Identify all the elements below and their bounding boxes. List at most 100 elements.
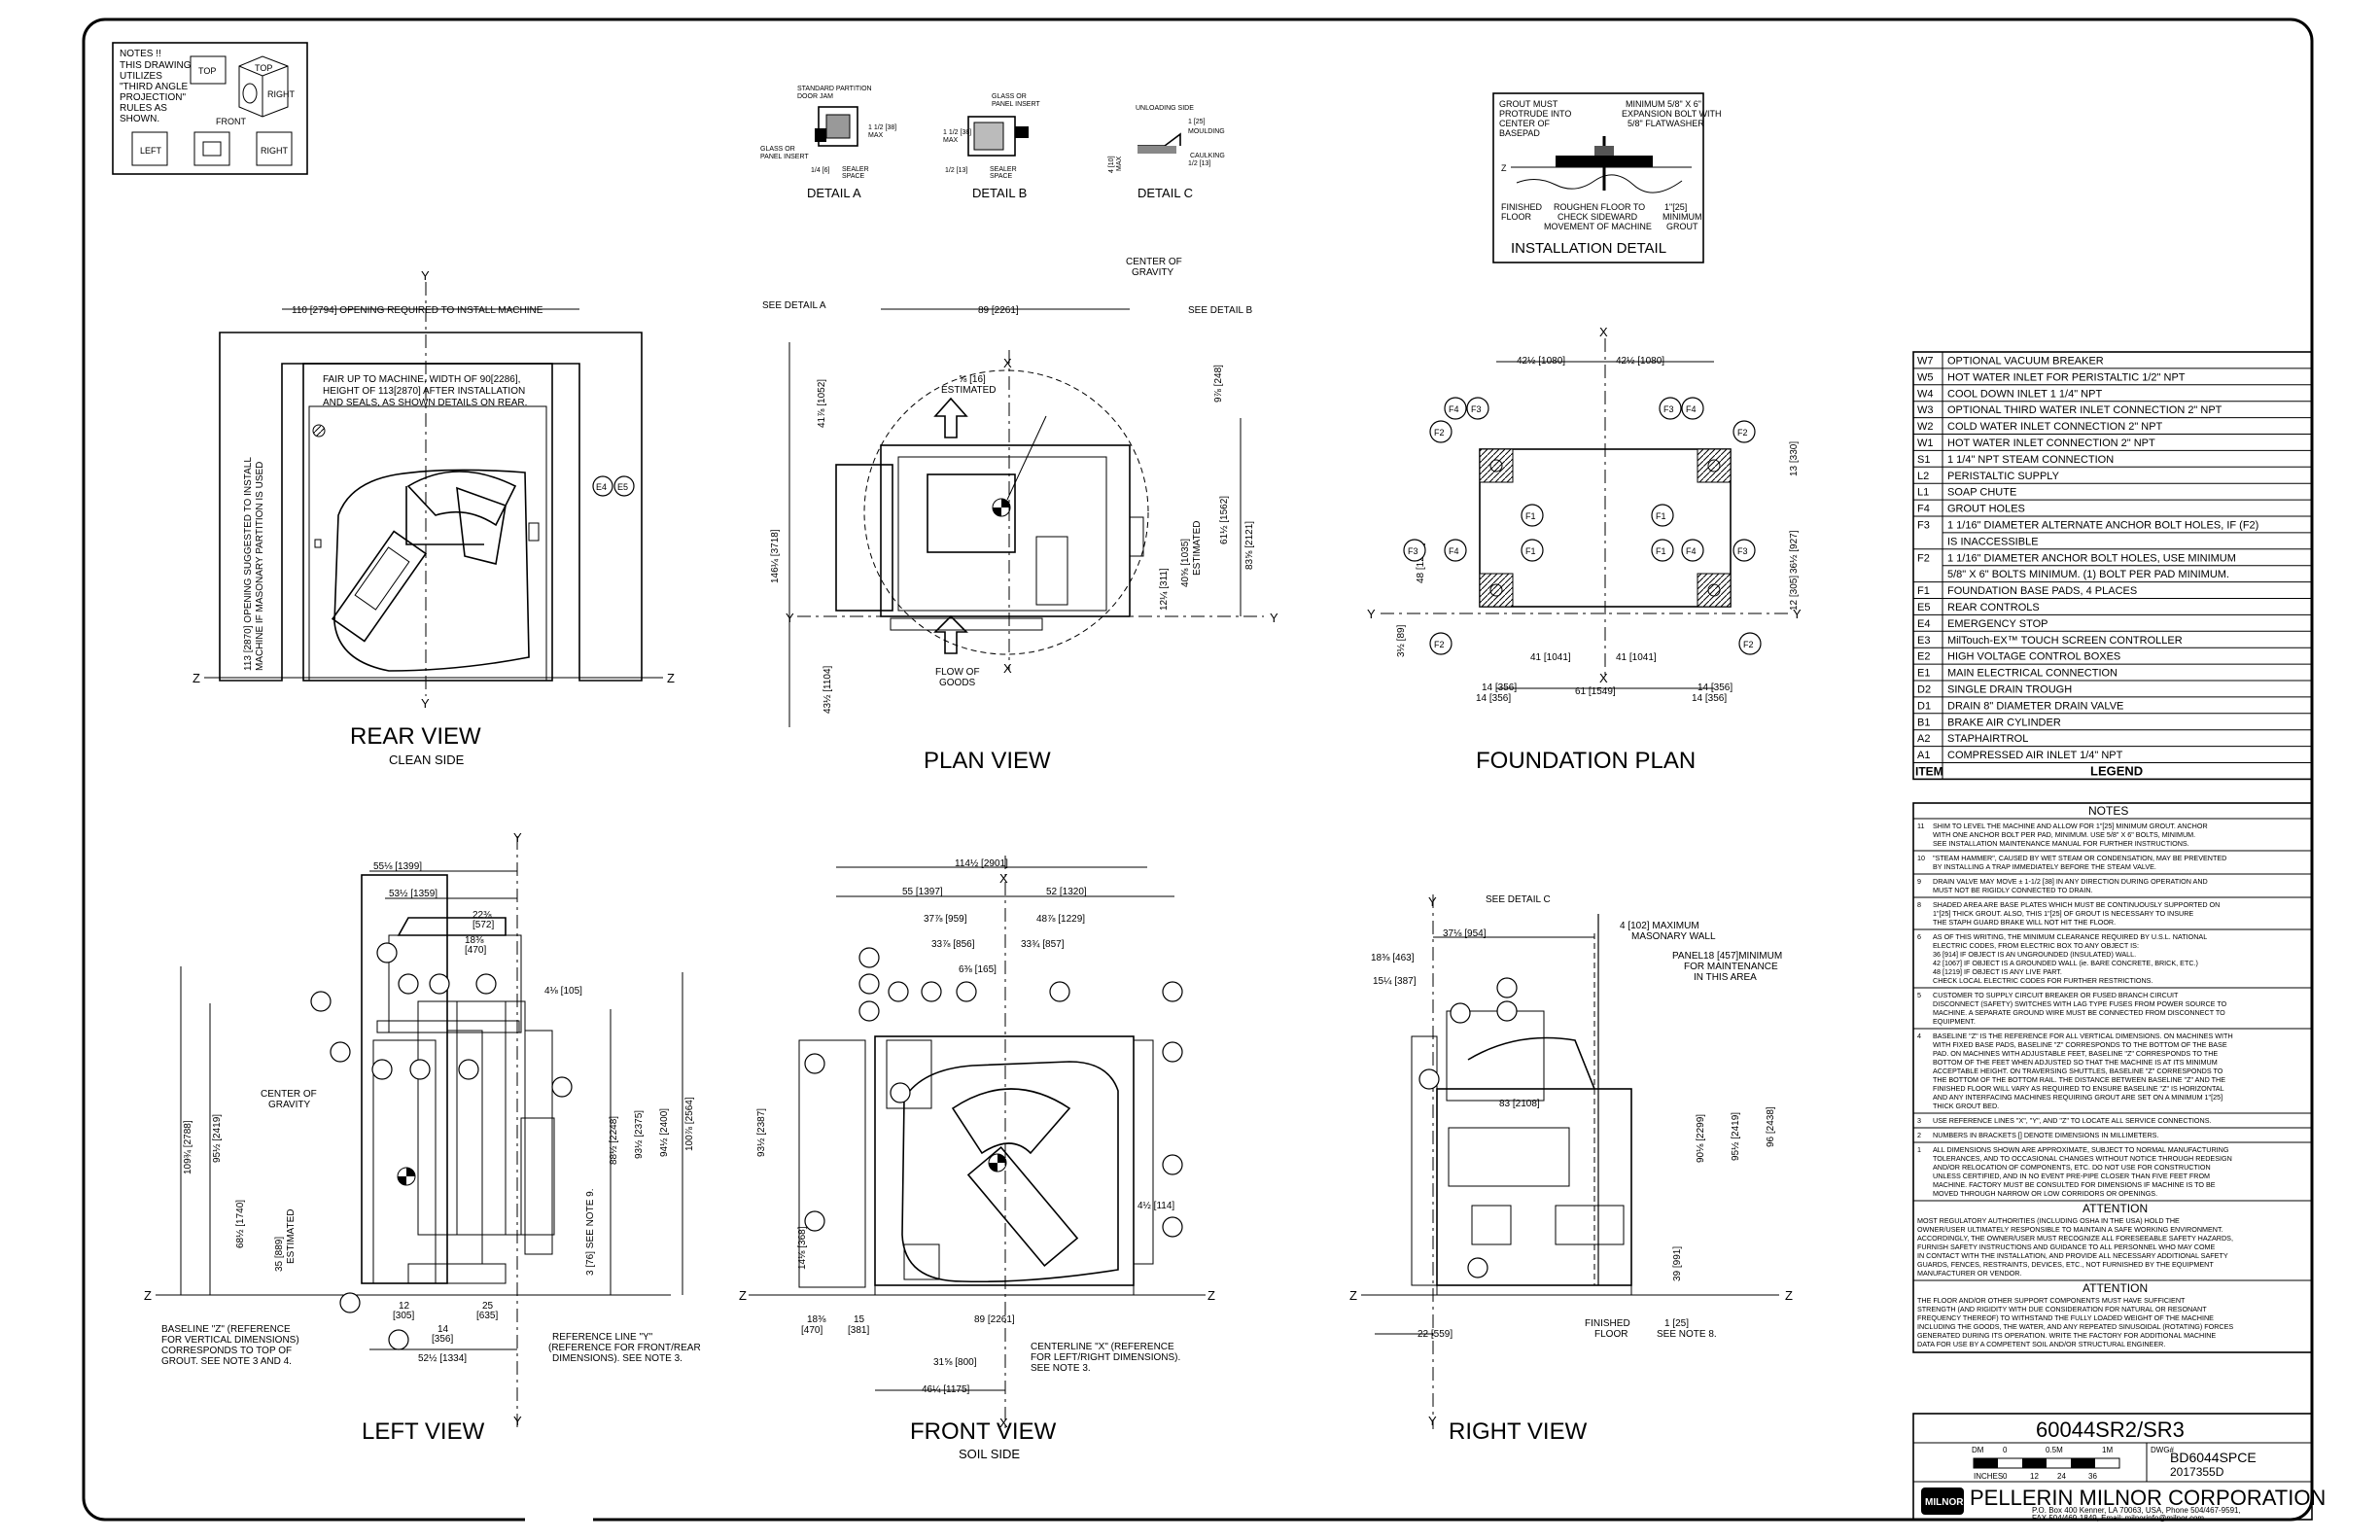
svg-text:MOULDING: MOULDING	[1188, 128, 1225, 135]
legend-item-code: D1	[1917, 700, 1931, 712]
svg-text:FOR MAINTENANCE: FOR MAINTENANCE	[1684, 962, 1778, 972]
svg-text:PROJECTION": PROJECTION"	[120, 92, 186, 103]
svg-text:F2: F2	[1737, 428, 1748, 438]
svg-text:39 [991]: 39 [991]	[1672, 1246, 1683, 1281]
svg-text:ESTIMATED: ESTIMATED	[286, 1209, 297, 1264]
svg-text:88½ [2248]: 88½ [2248]	[609, 1116, 619, 1165]
note-text: AND/OR RELOCATION OF COMPONENTS, ETC. DO…	[1933, 1163, 2211, 1172]
note-text: 48 [1219] IF OBJECT IS ANY LIVE PART.	[1933, 967, 2062, 976]
attention-text: THE FLOOR AND/OR OTHER SUPPORT COMPONENT…	[1917, 1296, 2186, 1305]
svg-text:MACHINE IF MASONARY PARTITION: MACHINE IF MASONARY PARTITION IS USED	[255, 462, 265, 671]
attention-text: MANUFACTURER OR VENDOR.	[1917, 1269, 2021, 1278]
svg-text:MASONARY WALL: MASONARY WALL	[1631, 931, 1716, 942]
svg-text:33⅞ [856]: 33⅞ [856]	[931, 939, 975, 950]
svg-text:DETAIL C: DETAIL C	[1138, 186, 1193, 200]
svg-text:GLASS OR: GLASS OR	[760, 146, 795, 153]
model-number: 60044SR2/SR3	[2036, 1418, 2185, 1442]
svg-text:FLOOR: FLOOR	[1594, 1329, 1628, 1340]
legend-item-desc: FOUNDATION BASE PADS, 4 PLACES	[1947, 585, 2137, 597]
svg-text:CORRESPONDS TO TOP OF: CORRESPONDS TO TOP OF	[161, 1346, 292, 1356]
svg-text:61 [1549]: 61 [1549]	[1575, 686, 1616, 697]
legend-item-code: A1	[1917, 750, 1930, 761]
svg-text:ROUGHEN FLOOR TO: ROUGHEN FLOOR TO	[1554, 202, 1645, 212]
svg-text:Z: Z	[739, 1288, 747, 1303]
svg-text:83 [2108]: 83 [2108]	[1499, 1099, 1540, 1109]
svg-text:43½ [1104]: 43½ [1104]	[822, 665, 833, 714]
legend-item-code: D2	[1917, 684, 1931, 696]
note-text: FINISHED FLOOR WILL VARY AS REQUIRED TO …	[1933, 1084, 2224, 1093]
svg-text:14⅛ [368]: 14⅛ [368]	[797, 1226, 808, 1270]
svg-text:0.5M: 0.5M	[2046, 1446, 2063, 1454]
svg-text:TOP: TOP	[198, 66, 216, 76]
svg-text:MAX: MAX	[868, 132, 884, 139]
plan-view: X X Y Y FLOW OF GOODS 89 [2261] SEE DETA…	[762, 257, 1278, 774]
left-view: Y Y Z 55⅛ [1399] 53½ [1359] 22⅜ [572] 18…	[144, 830, 701, 1445]
svg-text:1/2 [13]: 1/2 [13]	[1188, 160, 1210, 167]
note-number: 1	[1917, 1145, 1921, 1154]
note-text: AS OF THIS WRITING, THE MINIMUM CLEARANC…	[1933, 932, 2207, 941]
svg-text:0: 0	[2003, 1446, 2008, 1454]
svg-text:Z: Z	[1501, 163, 1507, 173]
note-text: THE STAPH GUARD BRAKE WILL NOT HIT THE F…	[1933, 918, 2116, 927]
svg-text:E5: E5	[617, 482, 628, 492]
legend-item-code: L2	[1917, 471, 1929, 482]
svg-text:36½ [927]: 36½ [927]	[1789, 530, 1800, 574]
legend-item-desc: COOL DOWN INLET 1 1/4" NPT	[1947, 388, 2102, 400]
svg-text:F1: F1	[1656, 511, 1666, 521]
svg-text:F3: F3	[1471, 404, 1482, 414]
svg-text:61½ [1562]: 61½ [1562]	[1219, 496, 1230, 544]
svg-text:[470]: [470]	[801, 1325, 822, 1336]
svg-text:X: X	[1599, 671, 1608, 685]
legend-item-desc: COMPRESSED AIR INLET 1/4" NPT	[1947, 750, 2123, 761]
svg-text:FINISHED: FINISHED	[1585, 1318, 1630, 1329]
legend-item-desc: MAIN ELECTRICAL CONNECTION	[1947, 668, 2118, 680]
legend-item-desc: OPTIONAL VACUUM BREAKER	[1947, 356, 2104, 368]
svg-text:Z: Z	[144, 1288, 152, 1303]
note-text: 36 [914] IF OBJECT IS AN UNGROUNDED (INS…	[1933, 950, 2136, 959]
revision: 2017355D	[2170, 1465, 2224, 1479]
svg-text:SEE DETAIL B: SEE DETAIL B	[1188, 305, 1252, 316]
svg-text:55⅛ [1399]: 55⅛ [1399]	[373, 861, 422, 872]
legend-item-desc: 1 1/16" DIAMETER ANCHOR BOLT HOLES, USE …	[1947, 552, 2236, 564]
legend-item-code: A2	[1917, 733, 1930, 745]
attention-header: ATTENTION	[2082, 1202, 2148, 1215]
svg-text:96 [2438]: 96 [2438]	[1766, 1106, 1776, 1147]
note-text: TOLERANCES, AND TO OCCASIONAL CHANGES WI…	[1933, 1154, 2232, 1163]
attention-text: OWNER/USER ULTIMATELY RESPONSIBLE TO MAI…	[1917, 1225, 2223, 1234]
svg-text:F1: F1	[1525, 546, 1536, 556]
svg-text:53½ [1359]: 53½ [1359]	[389, 889, 438, 899]
svg-text:CENTER OF: CENTER OF	[261, 1089, 317, 1100]
svg-text:40⅝ [1035]: 40⅝ [1035]	[1180, 539, 1191, 587]
svg-text:1 [25]: 1 [25]	[1188, 119, 1206, 125]
attention-text: FURNISH SAFETY INSTRUCTIONS AND GUIDANCE…	[1917, 1242, 2216, 1251]
legend-item-desc: OPTIONAL THIRD WATER INLET CONNECTION 2"…	[1947, 404, 2222, 416]
foundation-plan: X X Y Y 42½ [1080] 42½ [1080] 13 [330] 4…	[1367, 325, 1802, 774]
svg-text:55 [1397]: 55 [1397]	[902, 887, 943, 897]
svg-text:4½ [114]: 4½ [114]	[1138, 1201, 1174, 1211]
svg-text:F4: F4	[1449, 546, 1459, 556]
note-text: MUST NOT BE RIGIDLY CONNECTED TO DRAIN.	[1933, 886, 2093, 894]
attention-text: MOST REGULATORY AUTHORITIES (INCLUDING O…	[1917, 1216, 2180, 1225]
svg-text:P.O. Box 400 Kenner, LA 70063,: P.O. Box 400 Kenner, LA 70063, USA, Phon…	[2032, 1506, 2241, 1515]
svg-text:48 [1219]: 48 [1219]	[1416, 542, 1426, 583]
svg-text:GROUT MUST: GROUT MUST	[1499, 99, 1558, 109]
note-text: EQUIPMENT.	[1933, 1017, 1976, 1026]
svg-text:42½ [1080]: 42½ [1080]	[1616, 356, 1664, 367]
svg-text:UNLOADING SIDE: UNLOADING SIDE	[1136, 105, 1194, 112]
svg-text:37⅞ [959]: 37⅞ [959]	[924, 914, 967, 925]
svg-text:Y: Y	[513, 830, 522, 845]
detail-a: STANDARD PARTITION DOOR JAM GLASS OR PAN…	[760, 86, 896, 200]
svg-text:"THIRD ANGLE: "THIRD ANGLE	[120, 82, 189, 92]
svg-text:REFERENCE LINE "Y": REFERENCE LINE "Y"	[552, 1332, 653, 1343]
svg-text:1 1/2 [38]: 1 1/2 [38]	[868, 124, 896, 131]
svg-text:Z: Z	[1785, 1288, 1793, 1303]
svg-text:12: 12	[2030, 1472, 2039, 1481]
svg-text:90⅛ [2299]: 90⅛ [2299]	[1696, 1114, 1706, 1163]
svg-text:SEE DETAIL C: SEE DETAIL C	[1486, 894, 1551, 905]
svg-text:13 [330]: 13 [330]	[1789, 441, 1800, 476]
legend-item-code: F3	[1917, 520, 1930, 532]
svg-text:25: 25	[482, 1301, 494, 1312]
svg-text:46¼ [1175]: 46¼ [1175]	[922, 1383, 970, 1395]
